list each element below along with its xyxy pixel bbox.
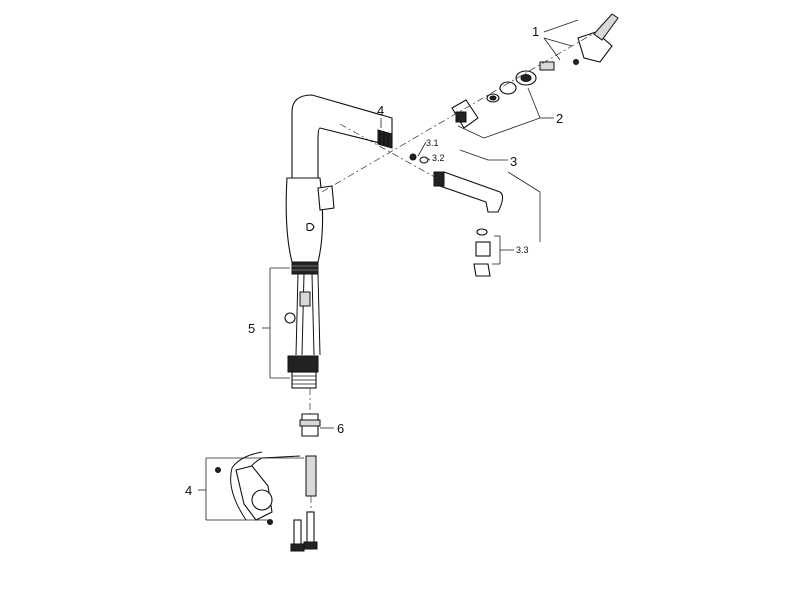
spray-head — [409, 153, 504, 213]
callout-3-2: 3.2 — [432, 153, 445, 163]
callout-4-bottom: 4 — [185, 483, 192, 498]
callout-2: 2 — [556, 111, 563, 126]
faucet-body — [285, 94, 393, 275]
callout-3: 3 — [510, 154, 517, 169]
callout-1: 1 — [532, 24, 539, 39]
assembly-axes — [303, 31, 597, 274]
leader-lines — [198, 19, 579, 521]
lever-handle — [539, 13, 619, 71]
callout-3-1: 3.1 — [426, 138, 439, 148]
cartridge-assembly — [451, 70, 537, 129]
callout-4-top: 4 — [377, 103, 384, 118]
hose-adapter — [299, 388, 321, 437]
callout-5: 5 — [248, 321, 255, 336]
callout-3-3: 3.3 — [516, 245, 529, 255]
aerator-parts — [473, 228, 491, 277]
callout-6: 6 — [337, 421, 344, 436]
hose-set — [284, 273, 321, 389]
hose-weight-clip — [215, 451, 317, 525]
mounting-bolts — [290, 496, 318, 552]
